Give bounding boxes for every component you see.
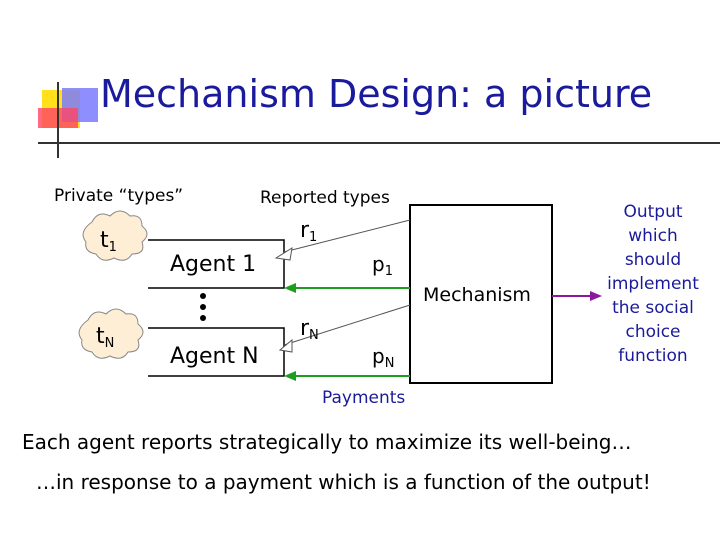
report-r1: r1: [300, 218, 318, 245]
type-cloud-n: [78, 308, 144, 359]
output-line: implement: [607, 274, 699, 294]
output-description: Output which should implement the social…: [603, 200, 703, 368]
report-rn: rN: [300, 316, 319, 343]
output-line: Output: [623, 202, 683, 222]
reported-types-label: Reported types: [260, 188, 390, 208]
bottom-line-2: …in response to a payment which is a fun…: [36, 470, 651, 494]
ellipsis-dots: [200, 293, 206, 321]
report-arrow-n: [278, 304, 411, 353]
bottom-line-1: Each agent reports strategically to maxi…: [22, 430, 632, 454]
type-t1: t1: [100, 228, 117, 255]
payments-label: Payments: [322, 388, 406, 408]
report-arrow-1: [274, 219, 411, 261]
slide-logo: [38, 82, 720, 158]
agent-n-label: Agent N: [170, 344, 259, 369]
private-types-label: Private “types”: [54, 186, 184, 206]
type-tn: tN: [96, 324, 115, 351]
payment-arrow-1: [284, 283, 410, 293]
output-line: which: [628, 226, 678, 246]
payment-pn: pN: [372, 344, 395, 371]
output-line: function: [618, 346, 688, 366]
output-line: choice: [625, 322, 681, 342]
output-line: should: [624, 250, 682, 270]
mechanism-box: [409, 204, 553, 384]
payment-p1: p1: [372, 252, 393, 279]
agent-1-box: [148, 239, 285, 289]
agent-1-label: Agent 1: [170, 252, 257, 277]
payment-arrow-n: [284, 371, 410, 381]
output-line: the social: [612, 298, 694, 318]
agent-n-box: [148, 327, 285, 377]
mechanism-label: Mechanism: [423, 284, 531, 306]
output-arrow: [552, 291, 602, 301]
type-cloud-1: [82, 210, 148, 261]
slide-title: Mechanism Design: a picture: [100, 72, 653, 116]
